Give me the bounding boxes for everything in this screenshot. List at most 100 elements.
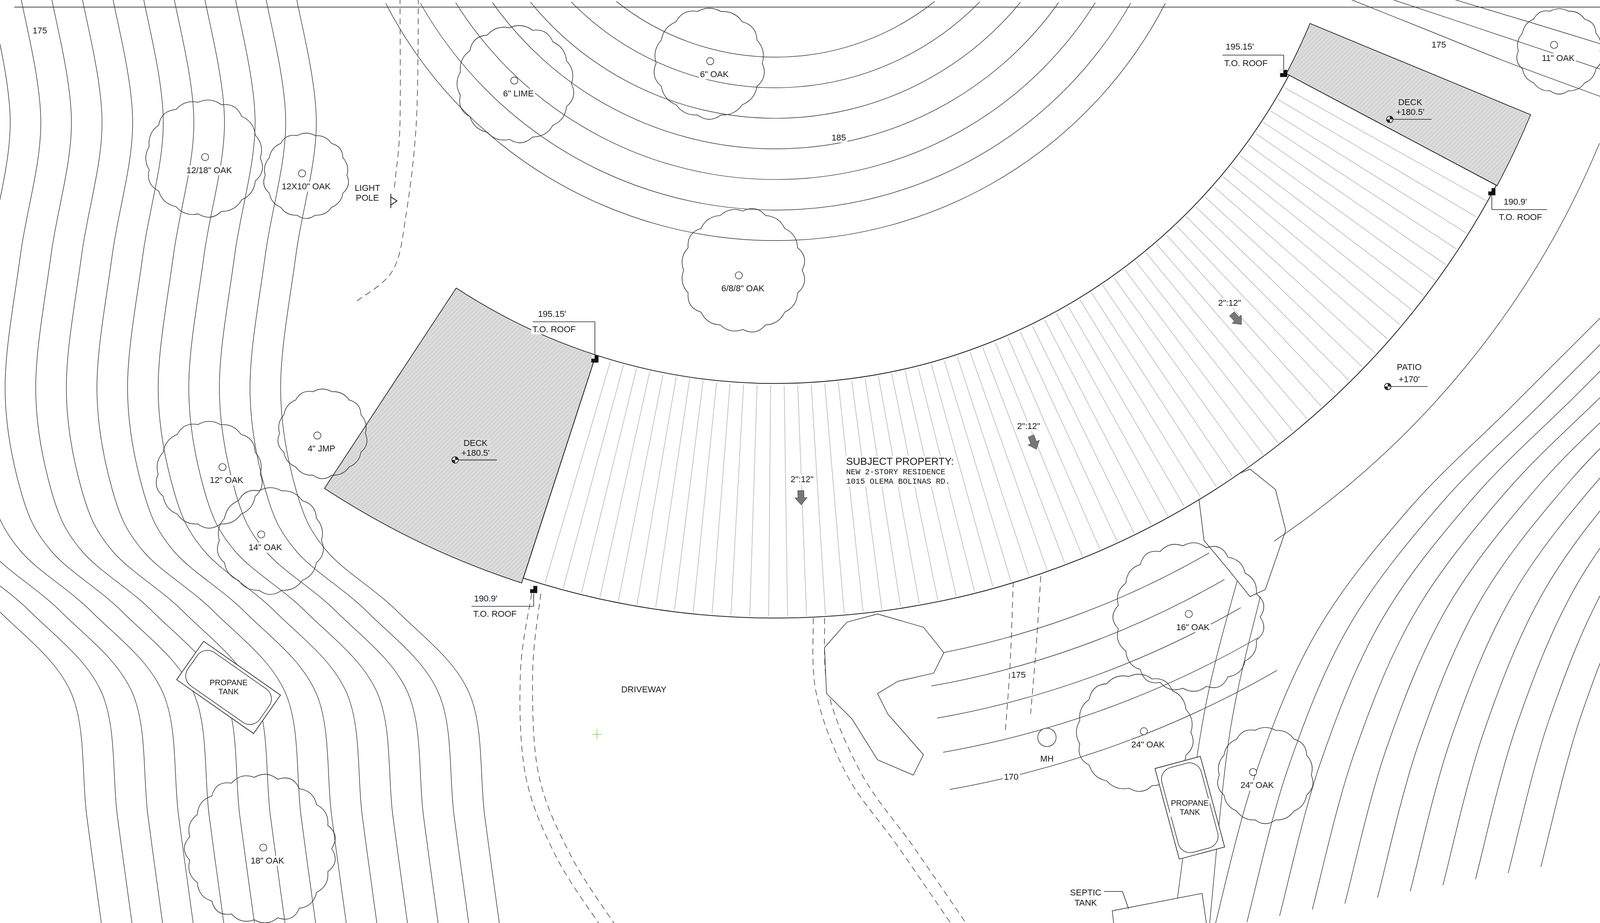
- node-text: DECK +180.5': [460, 437, 491, 458]
- tree-canopy: [456, 25, 574, 143]
- roof-outline: [523, 75, 1497, 619]
- roof-hatch: [865, 378, 901, 607]
- propane-tank-symbol: [176, 641, 281, 734]
- roof-hatch: [957, 356, 1029, 576]
- plan-annotation: 2":12": [1216, 298, 1243, 308]
- roof-hatch: [1240, 155, 1424, 296]
- plan-annotation: 190.9': [472, 593, 499, 604]
- node-text: 6/8/8" OAK: [720, 283, 766, 294]
- roof-hatch: [851, 380, 882, 610]
- septic-tank-outline: [1112, 893, 1207, 923]
- spot-elevation: [1386, 116, 1394, 123]
- roof-hatch: [1255, 133, 1446, 265]
- tree-canopy: [156, 421, 263, 529]
- roof-hatch: [1114, 277, 1248, 466]
- leader-line: [1491, 196, 1493, 210]
- contour-line: [530, 1, 1021, 119]
- sheet-border: [14, 6, 1600, 8]
- tree-trunk: [706, 57, 714, 65]
- roof-hatch: [1223, 176, 1400, 325]
- roof-hatch: [1231, 166, 1413, 311]
- plan-annotation: 2":12": [789, 474, 815, 485]
- tank-outline: [1155, 756, 1225, 860]
- contour-line: [1449, 0, 1600, 47]
- roof-corner-marker: [591, 355, 599, 363]
- roof-hatch: [784, 385, 788, 617]
- tank-outline: [176, 641, 281, 734]
- plan-annotation: 190.9': [1502, 196, 1528, 207]
- utility-line: [357, 0, 419, 301]
- rock-outcrop: [824, 614, 944, 776]
- contour-line: [385, 3, 1166, 242]
- driveway-edge: [532, 593, 618, 923]
- plan-annotation: T.O. ROOF: [1223, 58, 1269, 69]
- roof-hatch: [655, 379, 690, 608]
- contour-line: [1442, 263, 1600, 887]
- tree-canopy: [682, 208, 805, 333]
- site-symbols: [390, 55, 1547, 923]
- roof-corner-marker: [1280, 69, 1288, 77]
- leader-line: [1283, 55, 1285, 70]
- tree-label: 12" OAK: [208, 475, 245, 486]
- deck-area: DECK +180.5': [460, 437, 491, 458]
- tree-label: 12X10" OAK: [280, 181, 332, 192]
- tree-canopy: [1516, 8, 1600, 95]
- roof-hatch: [982, 347, 1065, 564]
- contour-line: [571, 1, 981, 88]
- node-text: 14" OAK: [247, 543, 284, 553]
- roof-corner-marker: [1488, 188, 1496, 196]
- contour-line: [0, 0, 194, 923]
- propane-tank: PROPANE TANK: [1169, 799, 1210, 818]
- contour-line: [1508, 250, 1600, 874]
- tree-label: 16" OAK: [1175, 622, 1211, 633]
- driveway-edge: [519, 593, 602, 923]
- roof-hatch: [1056, 313, 1168, 516]
- plan-annotation: 2":12": [1015, 421, 1042, 432]
- plan-annotation: 195.15': [536, 309, 568, 319]
- spot-elevation: [451, 456, 459, 464]
- leader-line: [1104, 891, 1123, 893]
- cursor-mark: [596, 729, 598, 740]
- roof-hatch: [1247, 144, 1435, 280]
- roof-hatch: [1007, 337, 1100, 549]
- tree-label: 11" OAK: [1540, 53, 1576, 64]
- plan-annotation: DRIVEWAY: [620, 684, 668, 695]
- contour-line: [1344, 281, 1600, 905]
- tree-label: 24" OAK: [1130, 739, 1167, 750]
- tree-trunk: [1550, 41, 1558, 49]
- leader-line: [533, 593, 534, 607]
- leader-line: [594, 322, 596, 356]
- roof-hatch: [693, 382, 717, 612]
- leader-line: [1222, 54, 1284, 56]
- utility-line: [393, 0, 401, 192]
- leader-line: [471, 606, 534, 608]
- tree-trunk: [1249, 768, 1257, 776]
- tree-trunk: [1185, 610, 1193, 618]
- utility-line: [1004, 581, 1014, 735]
- roof-hatch: [1176, 226, 1335, 394]
- patio-edge: [1274, 143, 1600, 542]
- deck-outline: [324, 288, 596, 584]
- node-text: DECK +180.5': [1395, 97, 1426, 118]
- tree-canopy: [654, 8, 765, 120]
- plan-annotation: 195.15': [1224, 42, 1256, 52]
- plan-annotation: 175: [1010, 670, 1028, 681]
- node-text: 16" OAK: [1175, 622, 1211, 633]
- tree-canopy: [278, 389, 368, 479]
- spot-elevation: [451, 456, 459, 464]
- roof-corner-marker: [1488, 188, 1492, 192]
- deck-area: DECK +180.5': [1395, 97, 1426, 118]
- roof-hatch: [730, 384, 744, 616]
- roof-hatch: [838, 382, 864, 612]
- plan-annotation: T.O. ROOF: [472, 609, 518, 620]
- propane-tank-symbol: [1155, 756, 1225, 860]
- tree-trunk: [257, 531, 265, 539]
- tree-label: 24" OAK: [1239, 780, 1276, 791]
- contour-line: [1312, 287, 1600, 911]
- tree-trunk: [259, 844, 267, 852]
- plan-annotation: 175: [31, 25, 49, 36]
